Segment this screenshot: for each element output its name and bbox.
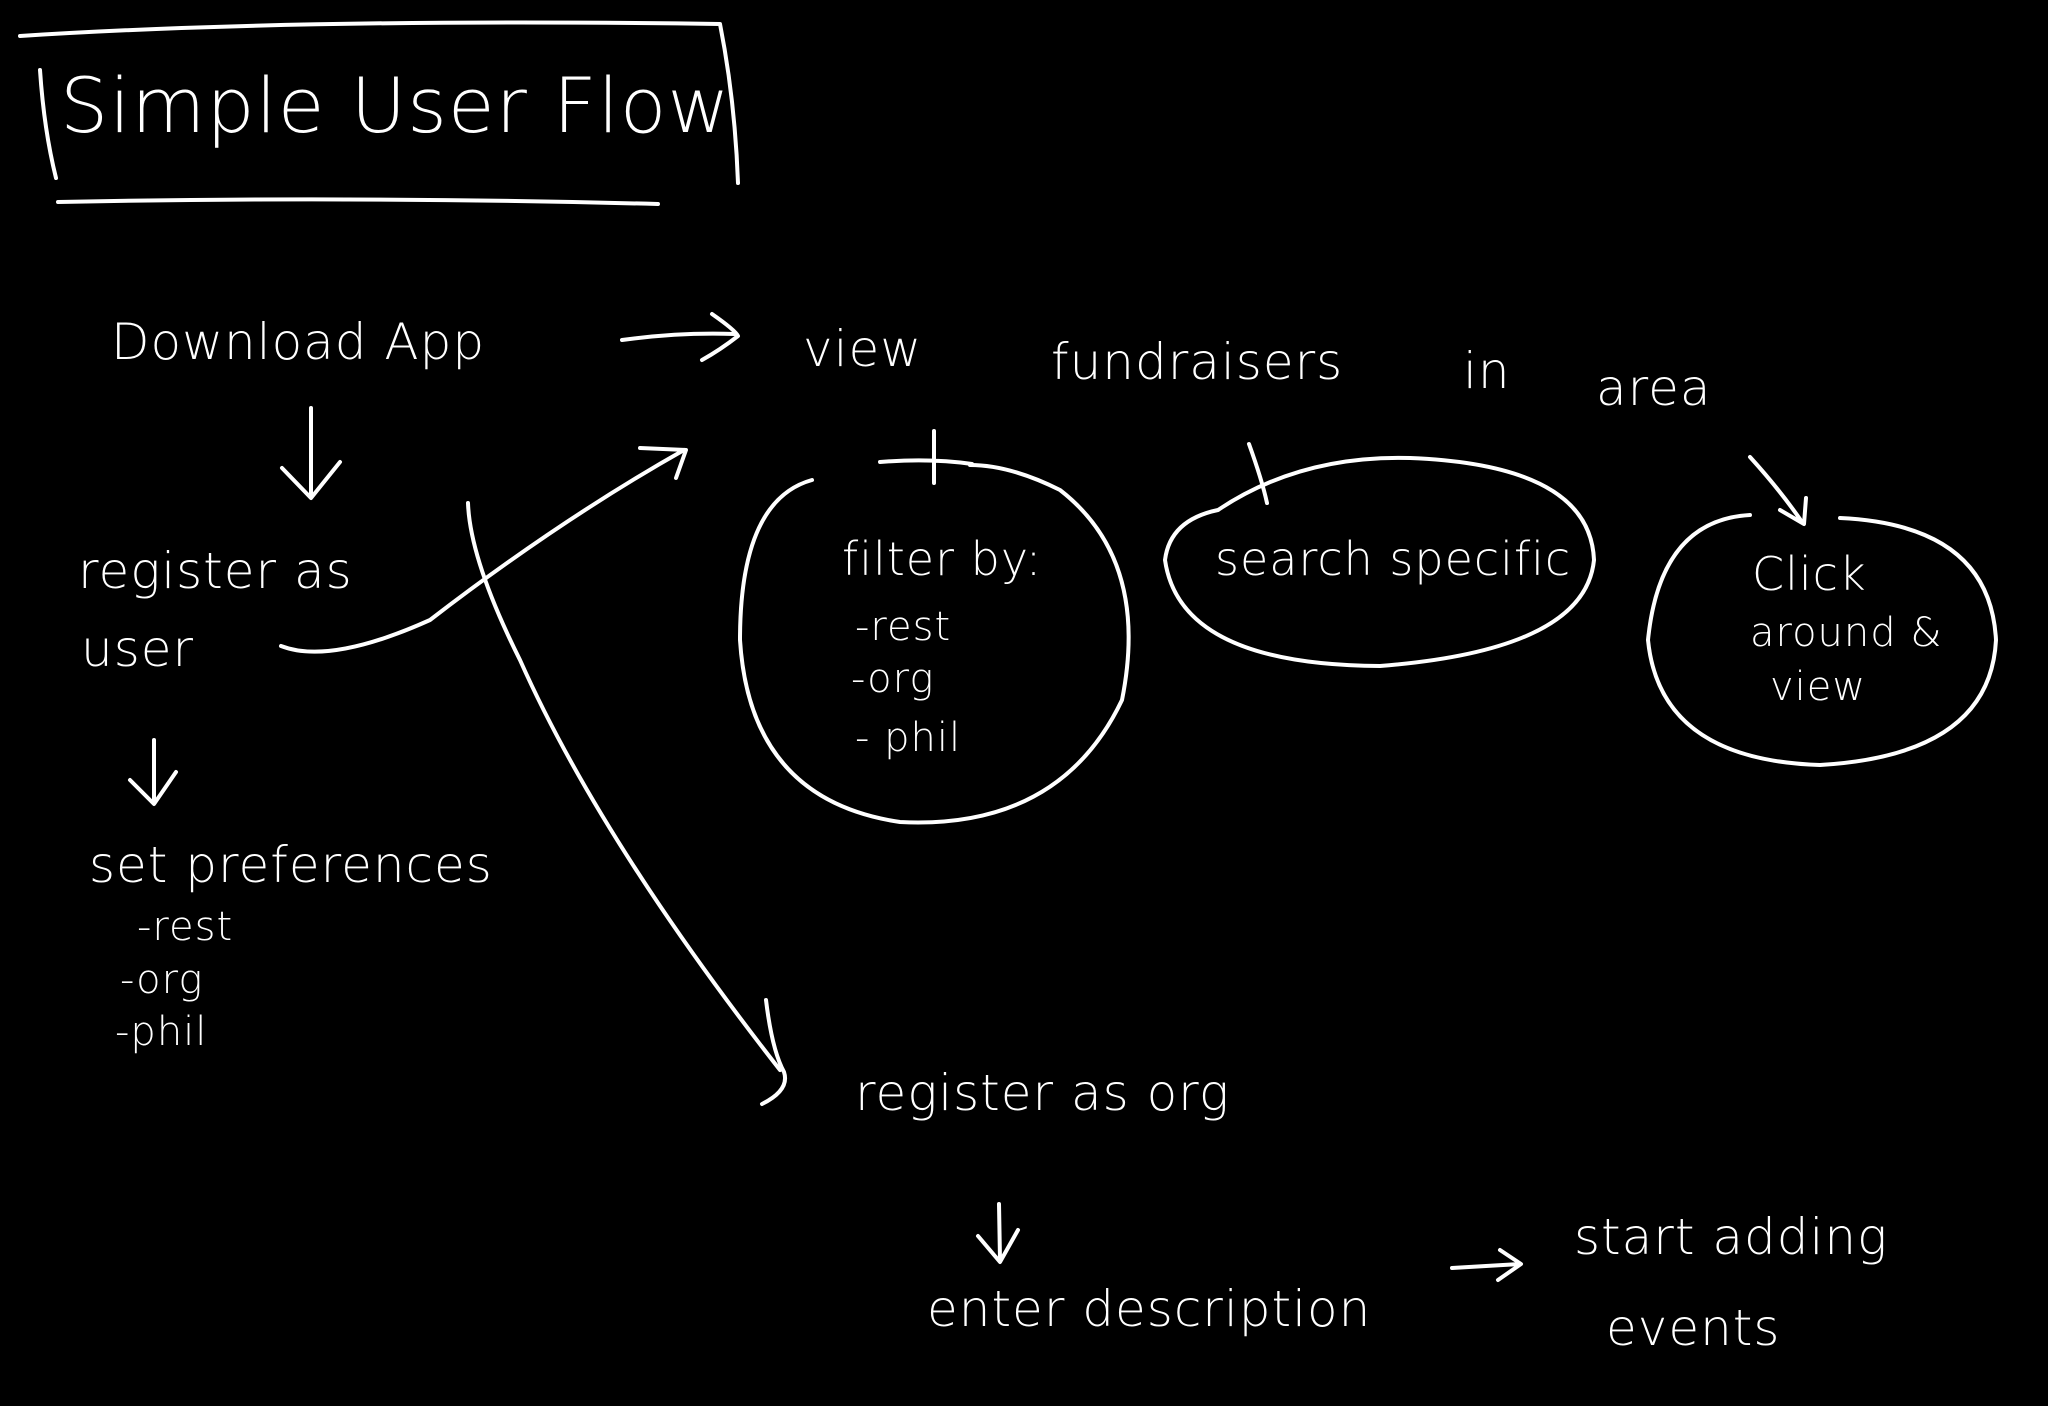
page-title: Simple User Flow [60,61,731,150]
node-start-adding: start adding [1574,1208,1888,1266]
node-filter-by: filter by: [842,532,1042,586]
node-download-app: Download App [111,313,485,371]
node-click: Click [1752,547,1867,601]
preference-item: -rest [137,904,233,950]
preference-item: -phil [115,1009,207,1055]
arrow-user-to-view-icon [279,446,688,654]
arrow-down-icon [128,738,178,806]
node-search-specific: search specific [1215,532,1571,586]
node-view: view [803,320,922,378]
arrow-to-view-icon [620,312,740,362]
filter-item: - phil [855,715,961,761]
filter-bubble [738,463,1131,825]
node-register-as: register as [78,542,353,600]
node-enter-description: enter description [927,1280,1371,1338]
node-area: area [1596,359,1712,417]
arrow-down-icon [280,406,342,500]
node-view-detail: view [1770,664,1866,710]
title-underline [56,197,660,206]
node-around: around & [1750,610,1943,656]
filter-item: -rest [855,604,951,650]
node-in: in [1463,342,1511,400]
arrow-down-icon [976,1202,1020,1264]
node-events: events [1606,1299,1780,1357]
node-set-preferences: set preferences [89,836,493,894]
preference-item: -org [120,957,203,1003]
arrow-to-click-icon [1748,455,1808,526]
click-bubble [1646,513,1998,767]
node-register-as-org: register as org [855,1064,1230,1122]
search-bubble [1163,455,1596,668]
branch-tick [1247,442,1269,505]
node-fundraisers: fundraisers [1051,333,1343,391]
arrow-to-register-org-icon [466,501,787,1106]
filter-item: -org [851,656,934,702]
branch-tick [878,429,974,485]
node-user: user [81,620,194,678]
arrow-right-icon [1450,1248,1523,1282]
title-box [18,20,740,185]
